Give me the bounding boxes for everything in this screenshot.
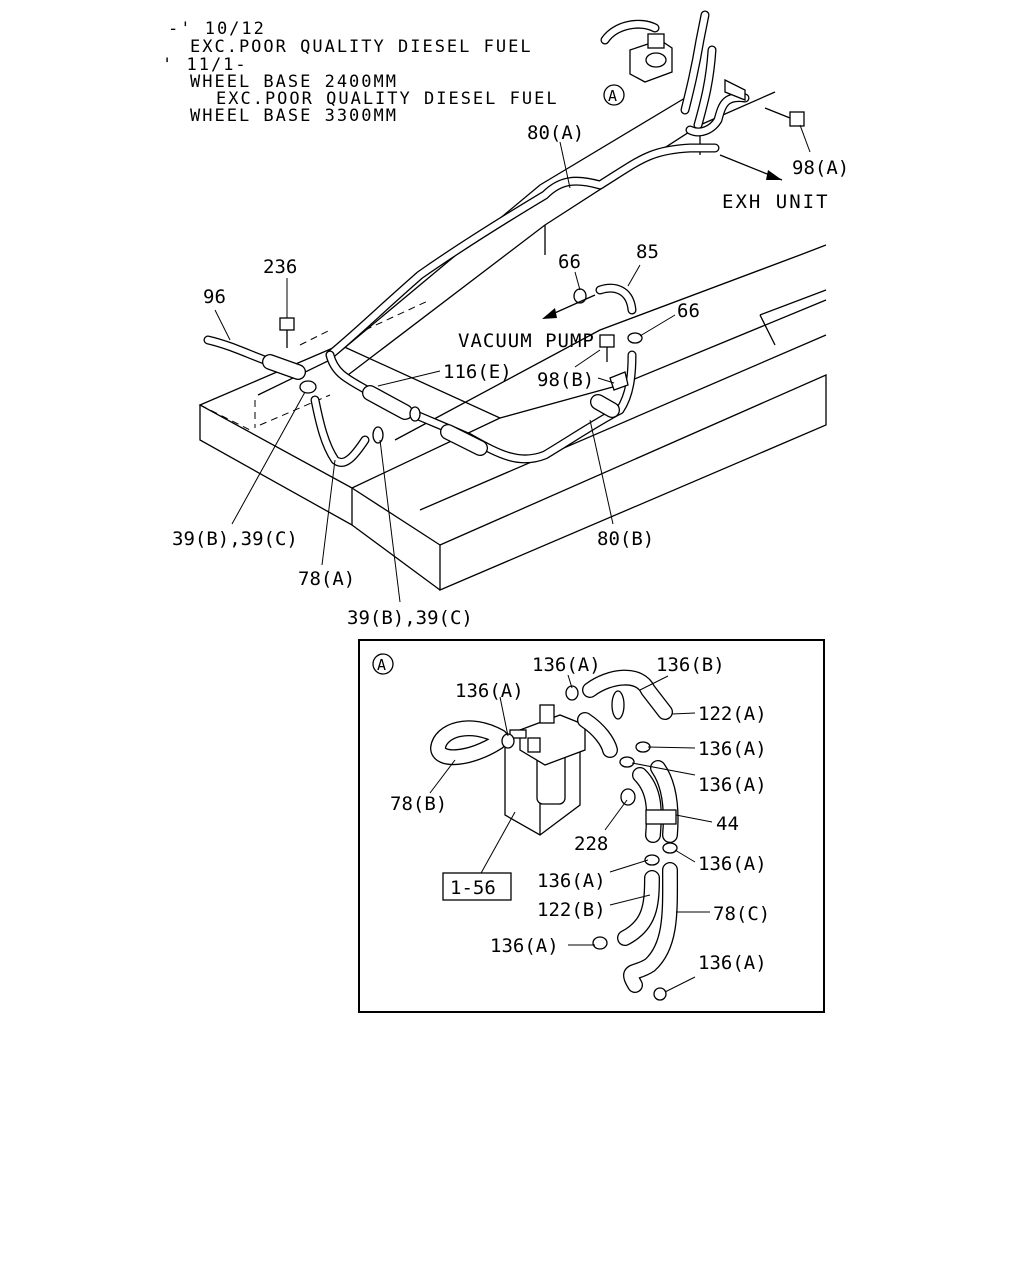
note-line-6: WHEEL BASE 3300MM [190, 106, 398, 126]
detail-label-136a-right1: 136(A) [698, 738, 767, 760]
detail-label-136a-right2: 136(A) [698, 774, 767, 796]
label-96: 96 [203, 286, 226, 308]
label-80a: 80(A) [527, 122, 584, 144]
label-85: 85 [636, 241, 659, 263]
applicability-notes: -' 10/12 EXC.POOR QUALITY DIESEL FUEL ' … [162, 19, 559, 126]
detail-label-122a: 122(A) [698, 703, 767, 725]
detail-label-78c: 78(C) [713, 903, 770, 925]
note-line-2: EXC.POOR QUALITY DIESEL FUEL [190, 37, 533, 57]
detail-label-44: 44 [716, 813, 739, 835]
clamp-icon [299, 288, 643, 444]
detail-label-136a-bottom-right: 136(A) [698, 952, 767, 974]
label-236: 236 [263, 256, 297, 278]
arrow-icon [542, 154, 783, 319]
detail-label-1-56: 1-56 [450, 877, 496, 899]
note-line-5: EXC.POOR QUALITY DIESEL FUEL [216, 89, 559, 109]
label-66-right: 66 [677, 300, 700, 322]
note-line-4: WHEEL BASE 2400MM [190, 72, 398, 92]
detail-label-136a-left: 136(A) [455, 680, 524, 702]
label-80b: 80(B) [597, 528, 654, 550]
detail-label-136a-bottom-left: 136(A) [490, 935, 559, 957]
fuel-filter-icon [629, 33, 673, 83]
detail-label-228: 228 [574, 833, 608, 855]
bolt-icon [279, 78, 805, 391]
detail-label-136a-right3: 136(A) [698, 853, 767, 875]
detail-ref-circle [603, 84, 625, 106]
label-98a: 98(A) [792, 157, 849, 179]
label-exh-unit: EXH UNIT [722, 191, 830, 213]
detail-label-136a-top: 136(A) [532, 654, 601, 676]
detail-box-a: A [358, 639, 825, 1013]
label-66-top: 66 [558, 251, 581, 273]
detail-box-letter: A [377, 656, 386, 674]
label-vacuum-pump: VACUUM PUMP [458, 330, 595, 352]
label-98b: 98(B) [537, 369, 594, 391]
detail-ref-letter: A [608, 87, 617, 105]
label-39bc-bottom: 39(B),39(C) [347, 607, 473, 629]
label-116e: 116(E) [443, 361, 512, 383]
detail-label-136b: 136(B) [656, 654, 725, 676]
note-line-1: -' 10/12 [168, 19, 266, 39]
main-callouts: 80(A) 98(A) EXH UNIT 236 96 66 85 66 VAC… [172, 84, 849, 629]
detail-label-136a-mid: 136(A) [537, 870, 606, 892]
detail-label-78b: 78(B) [390, 793, 447, 815]
fuel-pipe-80a [325, 143, 720, 360]
detail-label-122b: 122(B) [537, 899, 606, 921]
label-78a: 78(A) [298, 568, 355, 590]
ref-box-1-56 [442, 872, 512, 901]
label-39bc-left: 39(B),39(C) [172, 528, 298, 550]
note-line-3: ' 11/1- [162, 55, 248, 75]
leader-lines [214, 124, 811, 603]
